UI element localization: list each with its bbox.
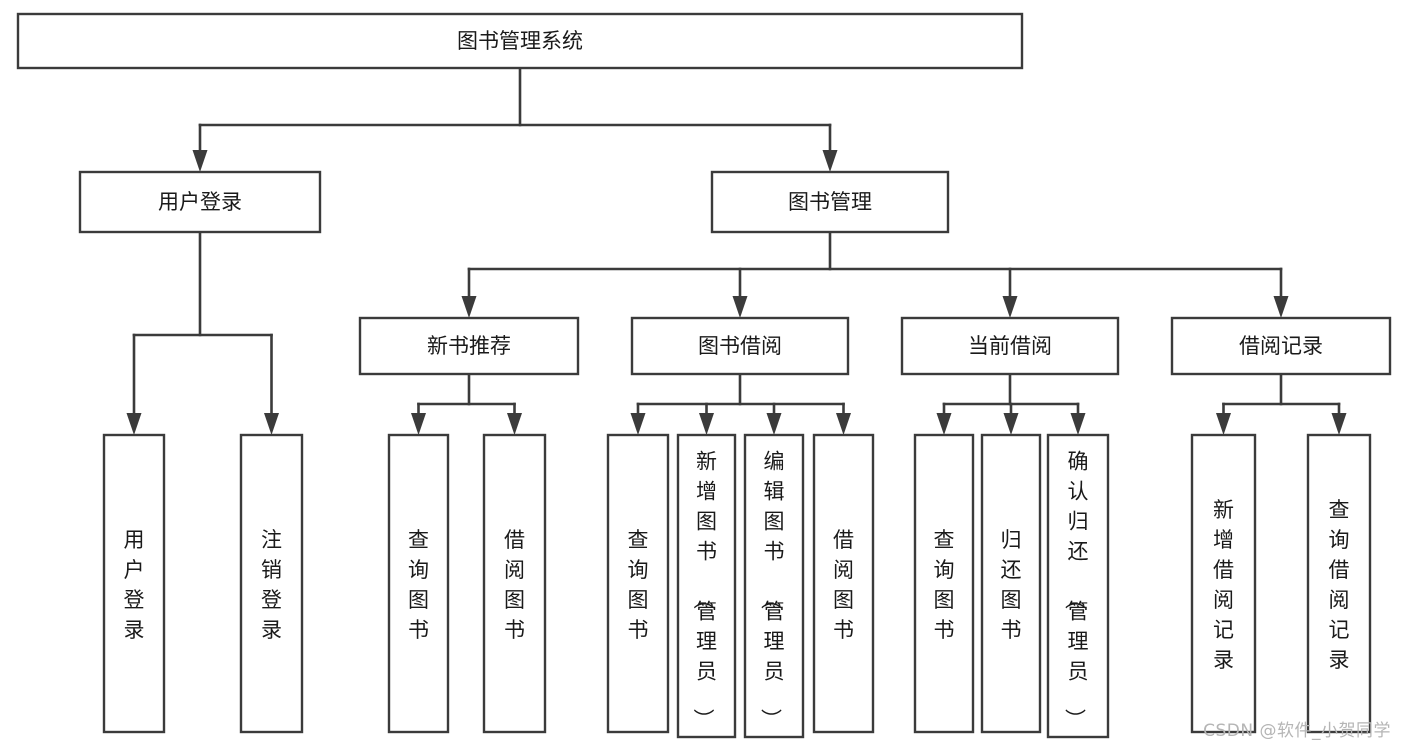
node-box-current-borrow <box>900 316 1120 376</box>
node-label-current-borrow: 当前借阅 <box>968 334 1052 358</box>
node-box-leaf-user-logout <box>239 433 304 734</box>
nodes-layer: 图书管理系统用户登录图书管理新书推荐图书借阅当前借阅借阅记录用户登录注销登录查询… <box>16 12 1392 739</box>
node-label-book-manage: 图书管理 <box>788 190 872 214</box>
edges-layer <box>126 66 1347 435</box>
node-label-leaf-borrow-book-1: 借阅图书 <box>504 528 525 642</box>
node-box-leaf-confirm-return-admin <box>1046 433 1110 739</box>
node-box-new-book-recommend <box>358 316 580 376</box>
node-leaf-confirm-return-admin[interactable]: 确认归还（管理员） <box>1046 433 1110 739</box>
node-label-root: 图书管理系统 <box>457 29 583 53</box>
node-leaf-borrow-book-2[interactable]: 借阅图书 <box>812 433 875 734</box>
node-box-leaf-edit-book-admin <box>743 433 805 739</box>
node-box-leaf-query-borrow-record <box>1306 433 1372 734</box>
node-leaf-borrow-book-1[interactable]: 借阅图书 <box>482 433 547 734</box>
node-leaf-query-book-2[interactable]: 查询图书 <box>606 433 670 734</box>
node-borrow-record[interactable]: 借阅记录 <box>1170 316 1392 376</box>
node-leaf-query-borrow-record[interactable]: 查询借阅记录 <box>1306 433 1372 734</box>
node-leaf-add-borrow-record[interactable]: 新增借阅记录 <box>1190 433 1257 734</box>
node-label-new-book-recommend: 新书推荐 <box>427 334 511 358</box>
node-box-leaf-add-borrow-record <box>1190 433 1257 734</box>
node-box-book-borrow <box>630 316 850 376</box>
node-label-leaf-user-login: 用户登录 <box>124 528 145 642</box>
node-box-leaf-return-book <box>980 433 1042 734</box>
node-label-leaf-query-borrow-record: 查询借阅记录 <box>1329 498 1350 672</box>
node-box-leaf-query-book-1 <box>387 433 450 734</box>
node-leaf-user-logout[interactable]: 注销登录 <box>239 433 304 734</box>
node-box-leaf-add-book-admin <box>676 433 737 739</box>
node-current-borrow[interactable]: 当前借阅 <box>900 316 1120 376</box>
node-label-leaf-query-book-1: 查询图书 <box>408 528 429 642</box>
node-box-user-login <box>78 170 322 234</box>
node-book-manage[interactable]: 图书管理 <box>710 170 950 234</box>
node-label-book-borrow: 图书借阅 <box>698 334 782 358</box>
node-label-leaf-query-book-3: 查询图书 <box>934 528 955 642</box>
node-label-leaf-return-book: 归还图书 <box>1001 528 1022 642</box>
node-label-leaf-confirm-return-admin: 确认归还（管理员） <box>1063 449 1089 729</box>
node-box-leaf-query-book-3 <box>913 433 975 734</box>
node-label-leaf-query-book-2: 查询图书 <box>628 528 649 642</box>
node-leaf-user-login[interactable]: 用户登录 <box>102 433 166 734</box>
node-root[interactable]: 图书管理系统 <box>16 12 1024 70</box>
node-user-login[interactable]: 用户登录 <box>78 170 322 234</box>
node-box-root <box>16 12 1024 70</box>
node-leaf-add-book-admin[interactable]: 新增图书（管理员） <box>676 433 737 739</box>
node-leaf-query-book-3[interactable]: 查询图书 <box>913 433 975 734</box>
node-leaf-edit-book-admin[interactable]: 编辑图书（管理员） <box>743 433 805 739</box>
node-label-leaf-add-book-admin: 新增图书（管理员） <box>691 449 717 729</box>
node-box-book-manage <box>710 170 950 234</box>
node-box-leaf-borrow-book-1 <box>482 433 547 734</box>
node-label-borrow-record: 借阅记录 <box>1239 334 1323 358</box>
node-box-leaf-query-book-2 <box>606 433 670 734</box>
node-label-user-login: 用户登录 <box>158 190 242 214</box>
node-box-leaf-borrow-book-2 <box>812 433 875 734</box>
node-label-leaf-add-borrow-record: 新增借阅记录 <box>1213 498 1234 672</box>
node-label-leaf-user-logout: 注销登录 <box>261 528 282 642</box>
node-box-leaf-user-login <box>102 433 166 734</box>
node-label-leaf-edit-book-admin: 编辑图书（管理员） <box>759 449 785 729</box>
node-leaf-query-book-1[interactable]: 查询图书 <box>387 433 450 734</box>
node-book-borrow[interactable]: 图书借阅 <box>630 316 850 376</box>
node-leaf-return-book[interactable]: 归还图书 <box>980 433 1042 734</box>
node-new-book-recommend[interactable]: 新书推荐 <box>358 316 580 376</box>
node-label-leaf-borrow-book-2: 借阅图书 <box>833 528 854 642</box>
node-box-borrow-record <box>1170 316 1392 376</box>
